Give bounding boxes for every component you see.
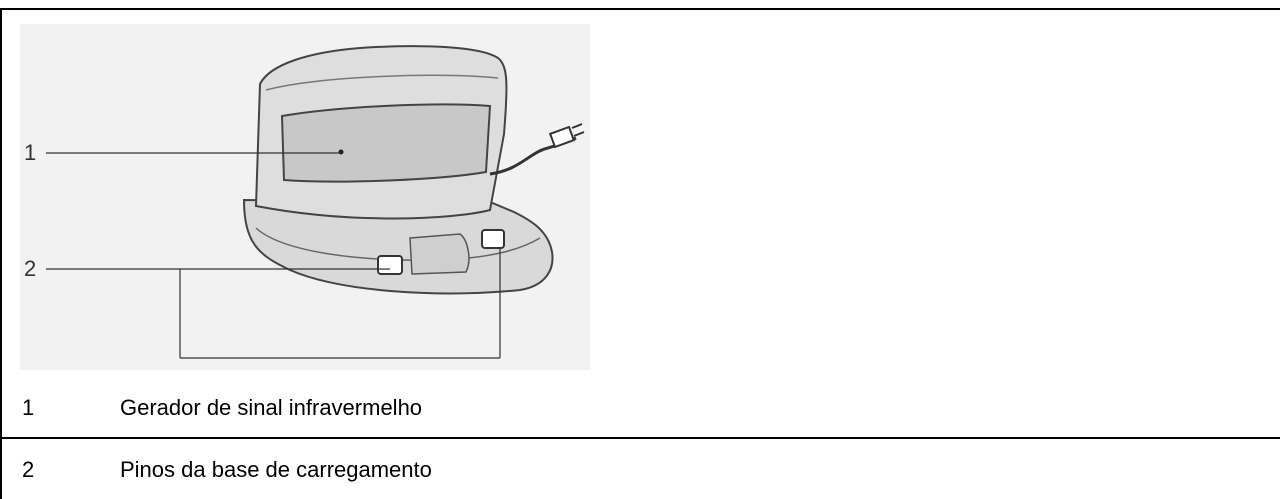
table-left-border (0, 8, 2, 499)
table-top-border (0, 8, 1280, 10)
base-plate (242, 198, 554, 295)
charging-base-illustration: 1 2 (20, 24, 590, 370)
plug-prong-1 (571, 123, 583, 129)
charging-pin-left (377, 255, 403, 275)
callout-2: 2 (24, 256, 36, 281)
charging-pin-right (481, 229, 505, 249)
row-divider (0, 437, 1280, 439)
legend-row: 2 Pinos da base de carregamento (2, 441, 1280, 499)
ir-window (280, 103, 492, 183)
legend-number: 1 (22, 395, 35, 420)
tower-top-edge (265, 74, 499, 91)
legend-row: 1 Gerador de sinal infravermelho (2, 379, 1280, 437)
power-plug (548, 125, 576, 149)
charging-base-figure: 1 2 (20, 24, 590, 370)
center-recess (409, 233, 470, 275)
legend-label: Pinos da base de carregamento (120, 457, 432, 482)
legend-number: 2 (22, 457, 35, 482)
callout-1: 1 (24, 140, 36, 165)
ir-callout-dot (338, 149, 344, 155)
plug-prong-2 (573, 131, 585, 137)
legend-label: Gerador de sinal infravermelho (120, 395, 423, 420)
